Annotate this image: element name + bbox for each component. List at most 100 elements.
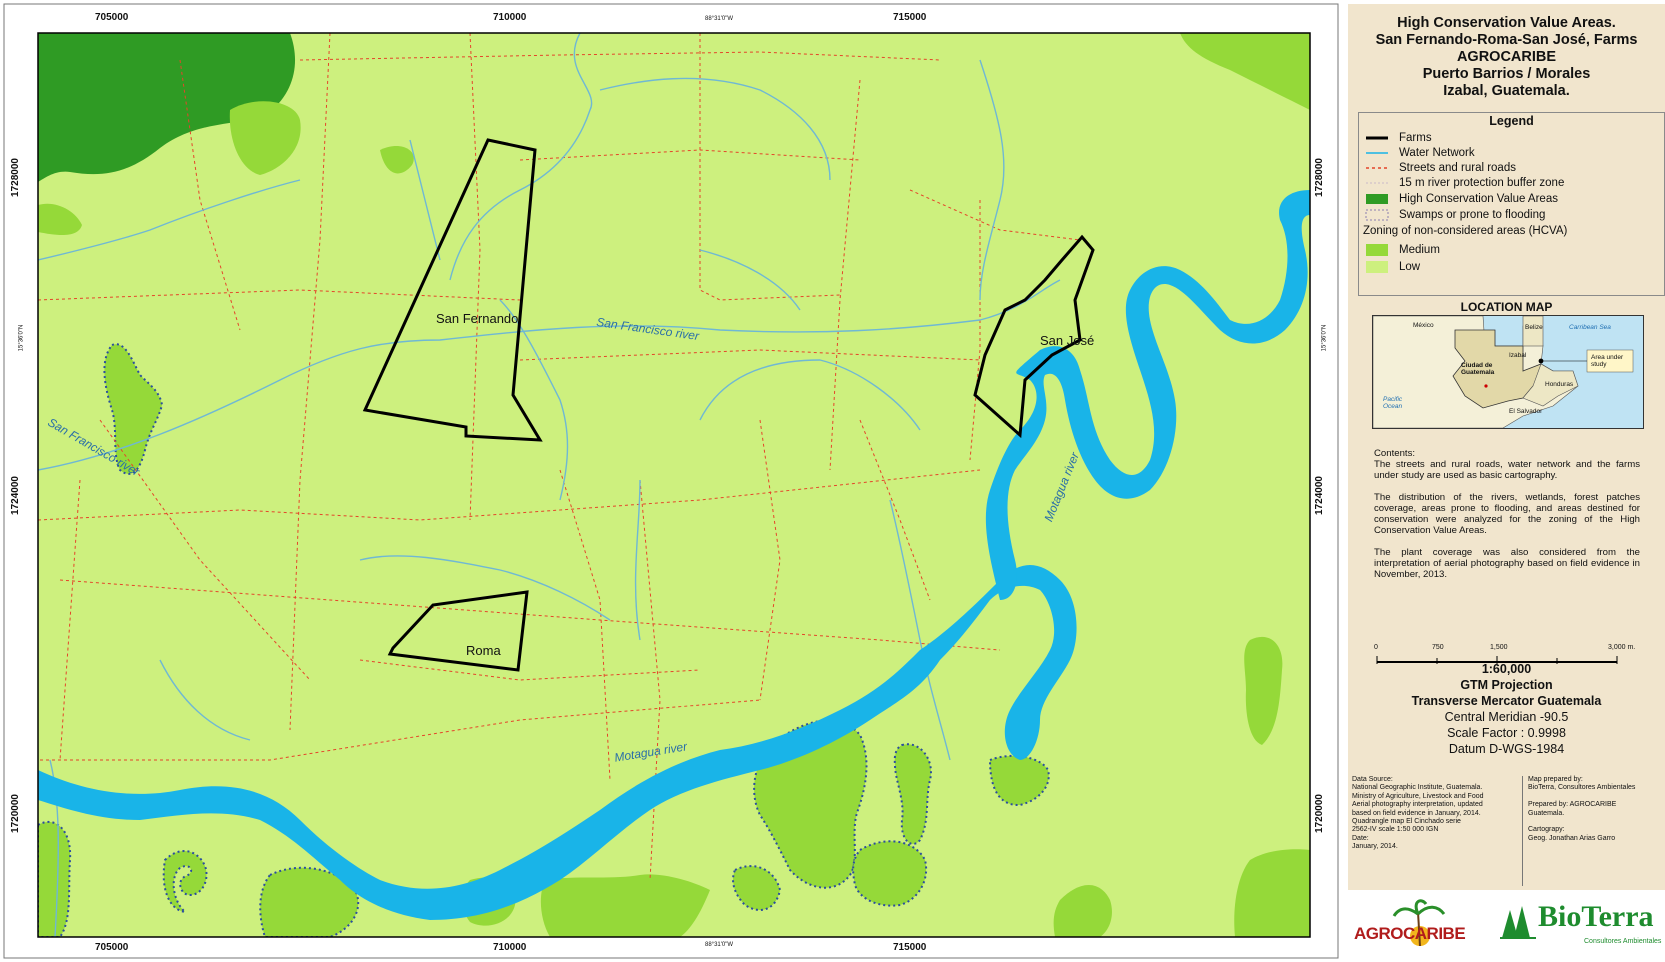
scale-tick-label: 3,000 m. bbox=[1608, 644, 1636, 651]
legend-label: Streets and rural roads bbox=[1399, 162, 1516, 174]
swamp-patch bbox=[38, 820, 72, 937]
legend-item-swamps: Swamps or prone to flooding bbox=[1365, 209, 1545, 221]
loc-label-el-salvador: El Salvador bbox=[1509, 408, 1543, 415]
swamp-patch bbox=[988, 754, 1050, 807]
location-map-title: LOCATION MAP bbox=[1460, 300, 1553, 314]
hcva-fill-symbol bbox=[1365, 193, 1389, 205]
legend-item-farms: Farms bbox=[1365, 132, 1432, 144]
swamp-patch bbox=[162, 850, 208, 914]
tick-bottom-710000: 710000 bbox=[493, 942, 527, 953]
scale-tick-label: 750 bbox=[1432, 644, 1444, 651]
loc-label-ciudad: Ciudad de Guatemala bbox=[1461, 362, 1495, 376]
medium-patch bbox=[1244, 636, 1283, 745]
legend-label: Low bbox=[1399, 261, 1421, 273]
hcva-forest-nw bbox=[38, 33, 296, 182]
scale-bar: 0 750 1,500 3,000 m. bbox=[1374, 644, 1640, 674]
medium-fill-symbol bbox=[1365, 244, 1389, 256]
legend-label: High Conservation Value Areas bbox=[1399, 193, 1558, 205]
palm-tree-icon bbox=[1392, 899, 1446, 947]
legend-label: Water Network bbox=[1399, 147, 1475, 159]
low-fill-symbol bbox=[1365, 261, 1389, 273]
tick-top-longitude: 88°31'0"W bbox=[705, 16, 734, 22]
contents-paragraph: The plant coverage was also considered f… bbox=[1374, 547, 1640, 580]
farm-boundary-roma[interactable] bbox=[387, 590, 529, 672]
legend-label: Zoning of non-considered areas (HCVA) bbox=[1363, 225, 1568, 237]
projection-subtitle: Transverse Mercator Guatemala bbox=[1411, 694, 1602, 708]
tick-right-latitude: 15°36'0"N bbox=[1321, 324, 1328, 352]
map-canvas[interactable] bbox=[0, 0, 1340, 962]
projection-title: GTM Projection bbox=[1460, 678, 1553, 692]
tick-right-1720000: 1720000 bbox=[1313, 794, 1325, 833]
scale-tick-label: 0 bbox=[1374, 644, 1378, 651]
location-map[interactable]: México Belize Carribean Sea Izabal Area … bbox=[1372, 315, 1644, 429]
tick-left-1720000: 1720000 bbox=[9, 794, 21, 833]
contents-paragraph: The streets and rural roads, water netwo… bbox=[1374, 459, 1640, 481]
swamp-fill-symbol bbox=[1365, 209, 1389, 221]
map-title-line: Puerto Barrios / Morales bbox=[1422, 66, 1591, 82]
swamp-patch bbox=[893, 743, 932, 845]
legend-item-medium: Medium bbox=[1365, 244, 1440, 256]
legend: Legend Farms Water Network Streets and r… bbox=[1358, 112, 1665, 296]
side-panel: High Conservation Value Areas. San Ferna… bbox=[1348, 4, 1665, 962]
legend-label: 15 m river protection buffer zone bbox=[1399, 177, 1565, 189]
credits: Data Source: National Geographic Institu… bbox=[1352, 776, 1663, 886]
road-network bbox=[38, 33, 1081, 881]
contents-text: Contents: The streets and rural roads, w… bbox=[1374, 448, 1640, 591]
map-inner-border bbox=[37, 32, 1311, 938]
farm-line-symbol bbox=[1365, 132, 1389, 144]
tick-right-1724000: 1724000 bbox=[1313, 476, 1325, 515]
tick-left-1724000: 1724000 bbox=[9, 476, 21, 515]
medium-patch bbox=[38, 203, 82, 236]
legend-title: Legend bbox=[1489, 114, 1534, 128]
water-network bbox=[38, 33, 1061, 937]
medium-patch bbox=[540, 874, 710, 937]
tick-bottom-705000: 705000 bbox=[95, 942, 129, 953]
agrocaribe-logo: AGROCARIBE bbox=[1352, 896, 1488, 956]
contents-paragraph: The distribution of the rivers, wetlands… bbox=[1374, 492, 1640, 536]
loc-label-area: Area under study bbox=[1591, 354, 1624, 368]
map-title-block: High Conservation Value Areas. San Ferna… bbox=[1348, 15, 1665, 100]
bioterra-logo: BioTerra Consultores Ambientales bbox=[1498, 896, 1664, 956]
legend-label: Medium bbox=[1399, 244, 1440, 256]
credits-prepared-by: Map prepared by: BioTerra, Consultores A… bbox=[1528, 776, 1636, 842]
medium-patch bbox=[380, 145, 414, 174]
tick-top-710000: 710000 bbox=[493, 12, 527, 23]
map-frame: 705000 710000 88°31'0"W 715000 705000 71… bbox=[0, 0, 1340, 962]
loc-label-mexico: México bbox=[1413, 322, 1434, 329]
loc-label-pacific: Pacific Ocean bbox=[1383, 396, 1403, 410]
label-roma: Roma bbox=[466, 643, 501, 658]
buffer-line-symbol bbox=[1365, 177, 1389, 189]
scale-ratio: 1:60,000 bbox=[1481, 662, 1532, 676]
map-title-line: Izabal, Guatemala. bbox=[1443, 83, 1570, 99]
legend-item-buffer: 15 m river protection buffer zone bbox=[1365, 177, 1564, 189]
loc-label-izabal: Izabal bbox=[1509, 352, 1527, 359]
medium-patch bbox=[229, 101, 301, 175]
map-title-line: AGROCARIBE bbox=[1456, 49, 1557, 65]
projection-meridian: Central Meridian -90.5 bbox=[1444, 710, 1569, 724]
tick-top-705000: 705000 bbox=[95, 12, 129, 23]
logos: AGROCARIBE BioTerra Consultores Ambienta… bbox=[1348, 890, 1665, 962]
bioterra-logo-subtext: Consultores Ambientales bbox=[1584, 938, 1662, 945]
scale-bar-graphic bbox=[1376, 656, 1618, 664]
farm-boundary-san-fernando[interactable] bbox=[362, 138, 543, 442]
legend-item-low: Low bbox=[1365, 261, 1420, 273]
tick-top-715000: 715000 bbox=[893, 12, 927, 23]
tick-bottom-715000: 715000 bbox=[893, 942, 927, 953]
loc-label-belize: Belize bbox=[1525, 324, 1543, 331]
contents-heading: Contents: bbox=[1374, 448, 1416, 459]
medium-area-ne bbox=[1180, 33, 1310, 110]
swamp-patch bbox=[103, 343, 164, 475]
legend-zoning-title: Zoning of non-considered areas (HCVA) bbox=[1363, 225, 1567, 237]
legend-item-roads: Streets and rural roads bbox=[1365, 162, 1516, 174]
loc-label-carribean: Carribean Sea bbox=[1569, 324, 1611, 331]
road-line-symbol bbox=[1365, 162, 1389, 174]
label-san-jose: San José bbox=[1040, 333, 1095, 348]
farm-boundary-san-jose[interactable] bbox=[973, 234, 1095, 439]
legend-label: Swamps or prone to flooding bbox=[1399, 209, 1546, 221]
scale-tick-label: 1,500 bbox=[1490, 644, 1508, 651]
projection-datum: Datum D-WGS-1984 bbox=[1448, 742, 1565, 756]
credits-divider bbox=[1522, 776, 1523, 886]
legend-label: Farms bbox=[1399, 132, 1432, 144]
credits-data-source: Data Source: National Geographic Institu… bbox=[1352, 776, 1484, 851]
tick-right-1728000: 1728000 bbox=[1313, 158, 1325, 197]
